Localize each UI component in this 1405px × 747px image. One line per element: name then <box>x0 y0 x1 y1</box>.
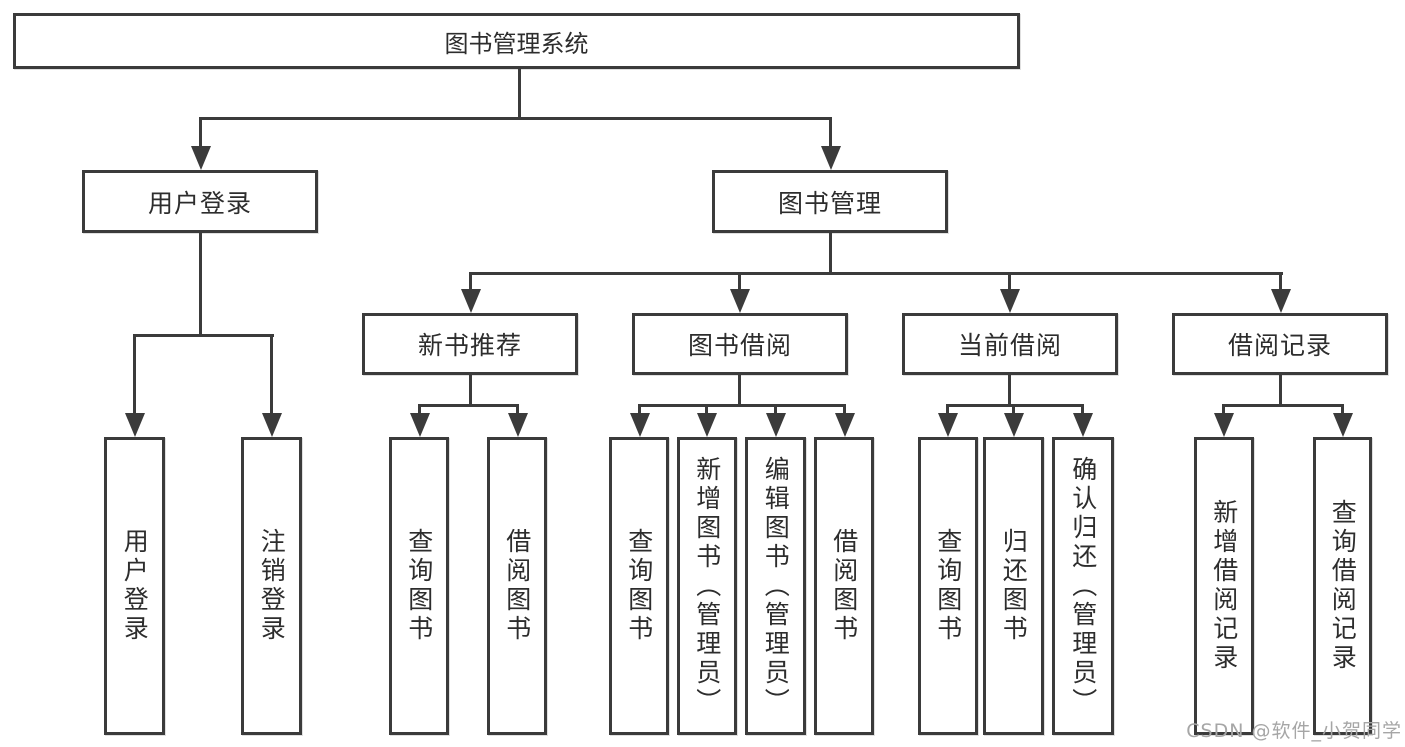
leaf-query-borrow-record-label: 查询借阅记录 <box>1328 499 1358 673</box>
arrow-to-query-books-2 <box>629 404 650 437</box>
leaf-query-books-1-label: 查询图书 <box>404 528 434 644</box>
arrow-to-book-borrowing <box>729 272 750 313</box>
leaf-edit-books-admin-label: 编辑图书（管理员） <box>761 455 791 717</box>
arrow-to-user-login <box>190 117 211 170</box>
connector-current-borrowing-stem <box>1008 375 1011 407</box>
node-user-login-label: 用户登录 <box>147 188 252 218</box>
arrow-to-new-book-recommendation <box>460 272 481 313</box>
leaf-user-login-label: 用户登录 <box>120 528 150 644</box>
leaf-query-books-2: 查询图书 <box>609 437 669 735</box>
arrow-to-add-borrow-record <box>1213 404 1234 437</box>
leaf-logout-label: 注销登录 <box>257 528 287 644</box>
arrow-to-borrow-books-2 <box>834 404 855 437</box>
arrow-to-query-books-1 <box>409 404 430 437</box>
leaf-borrow-books-2: 借阅图书 <box>814 437 874 735</box>
leaf-add-books-admin: 新增图书（管理员） <box>677 437 737 735</box>
leaf-query-books-3: 查询图书 <box>918 437 978 735</box>
connector-root-stem <box>518 68 521 120</box>
connector-book-management-stem <box>829 233 832 275</box>
arrow-to-query-books-3 <box>937 404 958 437</box>
arrow-to-logout-leaf <box>261 334 282 437</box>
node-new-book-recommendation: 新书推荐 <box>362 313 578 375</box>
arrow-to-book-management <box>820 117 841 170</box>
leaf-add-books-admin-label: 新增图书（管理员） <box>692 455 722 717</box>
arrow-to-add-books <box>696 404 717 437</box>
node-book-borrowing-label: 图书借阅 <box>687 331 792 360</box>
connector-book-borrowing-stem <box>738 375 741 407</box>
arrow-to-edit-books <box>765 404 786 437</box>
node-current-borrowing-label: 当前借阅 <box>957 331 1062 360</box>
leaf-logout: 注销登录 <box>241 437 302 735</box>
node-library-system-label: 图书管理系统 <box>444 29 589 58</box>
csdn-watermark: CSDN @软件_小贺同学 <box>1186 720 1402 742</box>
leaf-add-borrow-record-label: 新增借阅记录 <box>1209 499 1239 673</box>
connector-borrowing-records-stem <box>1279 375 1282 407</box>
arrow-to-confirm-return <box>1072 404 1093 437</box>
node-borrowing-records: 借阅记录 <box>1172 313 1388 375</box>
leaf-query-books-2-label: 查询图书 <box>624 528 654 644</box>
arrow-to-return-books <box>1003 404 1024 437</box>
connector-current-borrowing-bus <box>946 404 1084 407</box>
leaf-borrow-books-2-label: 借阅图书 <box>829 528 859 644</box>
leaf-confirm-return-admin: 确认归还（管理员） <box>1052 437 1114 735</box>
connector-user-login-bus <box>133 334 274 337</box>
arrow-to-query-borrow-record <box>1332 404 1353 437</box>
arrow-to-borrowing-records <box>1270 272 1291 313</box>
node-library-system: 图书管理系统 <box>13 13 1020 69</box>
connector-book-borrowing-bus <box>638 404 846 407</box>
leaf-confirm-return-admin-label: 确认归还（管理员） <box>1068 455 1098 717</box>
leaf-borrow-books-1: 借阅图书 <box>487 437 547 735</box>
arrow-to-borrow-books-1 <box>507 404 528 437</box>
leaf-return-books: 归还图书 <box>983 437 1044 735</box>
leaf-borrow-books-1-label: 借阅图书 <box>502 528 532 644</box>
leaf-query-borrow-record: 查询借阅记录 <box>1313 437 1372 735</box>
node-book-management: 图书管理 <box>712 170 948 233</box>
leaf-return-books-label: 归还图书 <box>999 528 1029 644</box>
node-current-borrowing: 当前借阅 <box>902 313 1118 375</box>
leaf-query-books-3-label: 查询图书 <box>933 528 963 644</box>
connector-level3-bus <box>469 272 1283 275</box>
arrow-to-current-borrowing <box>999 272 1020 313</box>
node-new-book-recommendation-label: 新书推荐 <box>417 331 522 360</box>
leaf-user-login: 用户登录 <box>104 437 165 735</box>
node-borrowing-records-label: 借阅记录 <box>1227 331 1332 360</box>
node-book-management-label: 图书管理 <box>777 188 882 218</box>
leaf-query-books-1: 查询图书 <box>389 437 449 735</box>
connector-new-book-bus <box>418 404 519 407</box>
arrow-to-user-login-leaf <box>124 334 145 437</box>
connector-borrowing-records-bus <box>1222 404 1344 407</box>
connector-user-login-stem <box>199 233 202 337</box>
node-book-borrowing: 图书借阅 <box>632 313 848 375</box>
node-user-login: 用户登录 <box>82 170 318 233</box>
connector-new-book-stem <box>469 375 472 407</box>
leaf-edit-books-admin: 编辑图书（管理员） <box>745 437 806 735</box>
connector-level2-bus <box>199 117 832 120</box>
leaf-add-borrow-record: 新增借阅记录 <box>1194 437 1254 735</box>
